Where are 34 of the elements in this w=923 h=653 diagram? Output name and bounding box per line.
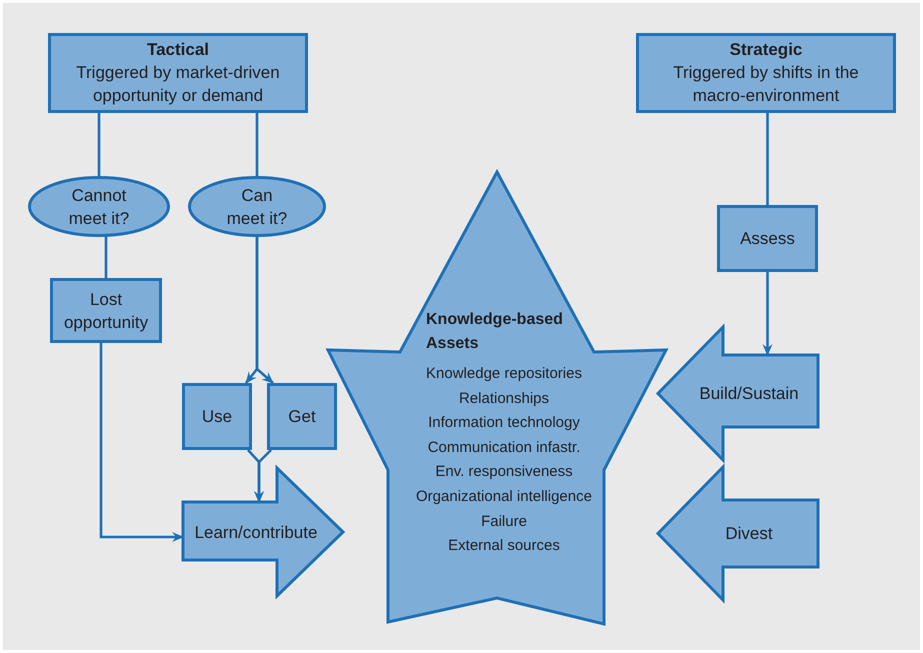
connector-line xyxy=(766,113,769,205)
ellipse-text: Can meet it? xyxy=(226,184,288,230)
list-item: Organizational intelligence xyxy=(416,486,592,507)
connector-line xyxy=(104,236,108,278)
box-heading: Tactical xyxy=(146,39,210,61)
star-shape xyxy=(326,170,668,626)
box-text: Triggered by shifts in the macro-environment xyxy=(672,62,860,107)
list-item: Env. responsiveness xyxy=(435,462,573,482)
process-box xyxy=(267,383,337,450)
box-text: Lost opportunity xyxy=(64,288,148,334)
decision-ellipse xyxy=(188,176,326,237)
process-box xyxy=(717,205,818,272)
arrow xyxy=(256,237,274,384)
decision-ellipse xyxy=(28,176,170,237)
star-heading: Knowledge-based Assets xyxy=(426,310,564,354)
process-box xyxy=(50,278,162,343)
header-box xyxy=(48,33,308,113)
header-box xyxy=(636,33,896,113)
list-item: Communication infastr. xyxy=(428,438,580,458)
box-text: Triggered by market-driven opportunity or demand xyxy=(75,62,281,107)
list-item: Failure xyxy=(481,512,527,532)
list-item: Knowledge repositories xyxy=(426,364,582,384)
connector-line xyxy=(98,113,100,176)
box-text: Assess xyxy=(740,228,795,250)
box-text: Get xyxy=(288,406,316,428)
box-heading: Strategic xyxy=(730,39,802,61)
arrow xyxy=(100,343,184,542)
process-box xyxy=(182,383,252,450)
list-item: Information technology xyxy=(428,413,580,434)
list-item: External sources xyxy=(448,536,560,556)
connector-line xyxy=(256,113,258,176)
list-item: Relationships xyxy=(458,388,550,409)
box-text: Use xyxy=(202,406,232,428)
ellipse-text: Cannot meet it? xyxy=(68,184,130,230)
